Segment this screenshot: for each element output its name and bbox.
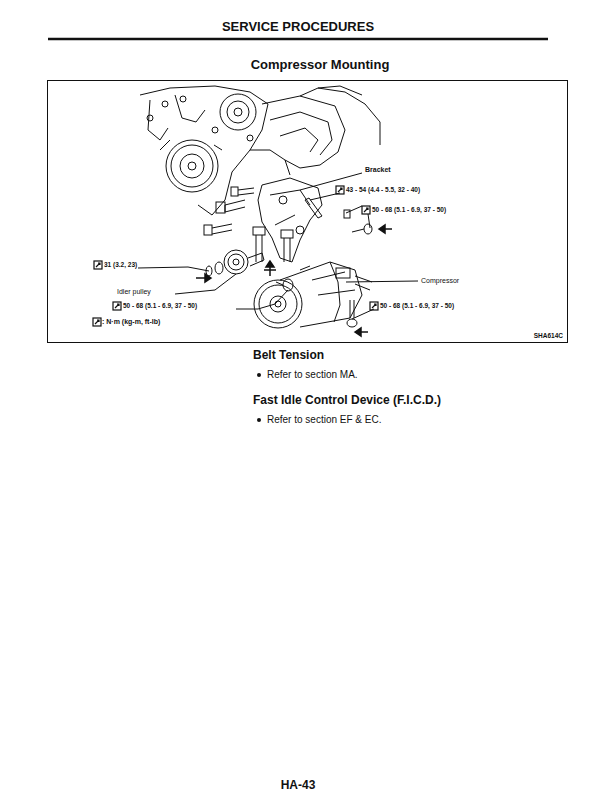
torque-spec: 43 - 54 (4.4 - 5.5, 32 - 40) xyxy=(346,186,420,193)
page-number: HA-43 xyxy=(281,779,316,792)
torque-spec: 50 - 68 (5.1 - 6.9, 37 - 50) xyxy=(380,302,454,309)
torque-spec: 50 - 68 (5.1 - 6.9, 37 - 50) xyxy=(123,302,197,309)
reference-note: Refer to section MA. xyxy=(267,369,358,380)
page-header: SERVICE PROCEDURES xyxy=(222,20,374,34)
unit-legend: : N·m (kg-m, ft-lb) xyxy=(102,318,160,326)
section-heading: Fast Idle Control Device (F.I.C.D.) xyxy=(253,394,441,407)
figure-code: SHA614C xyxy=(534,332,563,339)
part-name: Idler pulley xyxy=(117,288,151,296)
figure-title: Compressor Mounting xyxy=(251,58,390,72)
part-name: Bracket xyxy=(365,166,391,174)
reference-note: Refer to section EF & EC. xyxy=(267,414,382,425)
torque-spec: 31 (3.2, 23) xyxy=(104,261,137,268)
part-name: Compressor xyxy=(421,277,459,285)
section-heading: Belt Tension xyxy=(253,349,324,362)
torque-spec: 50 - 68 (5.1 - 6.9, 37 - 50) xyxy=(372,206,446,213)
